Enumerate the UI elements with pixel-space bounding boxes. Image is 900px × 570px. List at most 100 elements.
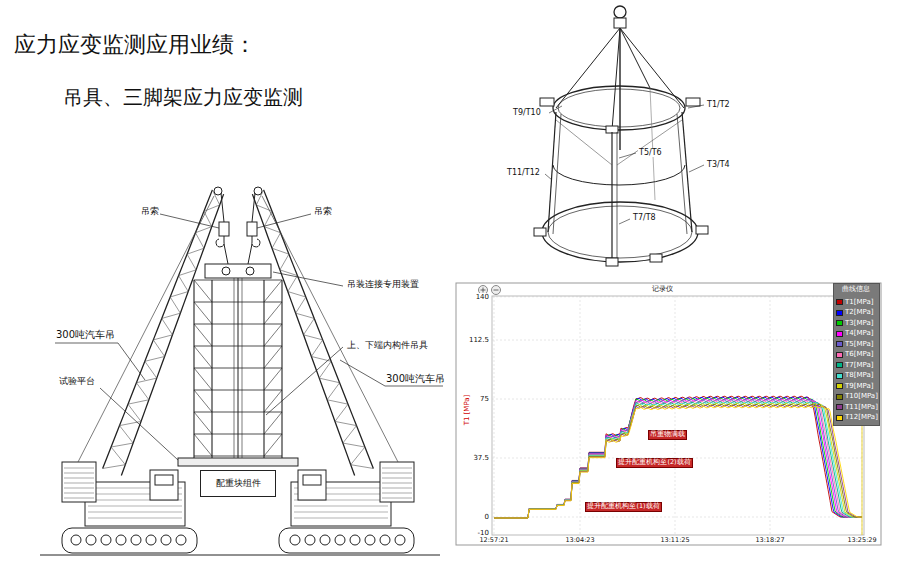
- leader-line: [688, 105, 704, 108]
- counterweight-hatch: [382, 478, 412, 479]
- legend-text: T9[MPa]: [845, 383, 873, 390]
- counterweight-hatch: [64, 483, 94, 484]
- frame-brace: [194, 390, 212, 412]
- gauge-label: T3/T4: [706, 160, 731, 169]
- legend-swatch: [836, 320, 843, 326]
- data-curve: [494, 404, 862, 518]
- house-detail: [88, 512, 182, 513]
- node-text: 吊重物满载: [650, 431, 685, 438]
- gauge-label: T11/T12: [506, 168, 541, 177]
- crane-cab: [150, 470, 178, 500]
- hook-block: [219, 222, 229, 236]
- event-tag: 吊重物满载: [648, 430, 687, 440]
- sling: [556, 28, 620, 108]
- legend-row: T8[MPa]: [836, 371, 873, 381]
- track-wheel: [146, 535, 156, 545]
- counterweight: [380, 462, 414, 502]
- brace: [556, 120, 612, 165]
- house-detail: [294, 518, 388, 519]
- post-back: [650, 88, 655, 200]
- ground-line: [40, 555, 440, 556]
- page-title: 应力应变监测应用业绩：: [14, 32, 256, 57]
- frame-brace: [194, 434, 212, 456]
- counterweight-hatch: [64, 498, 94, 499]
- track-wheel: [131, 535, 141, 545]
- gauge-label: T7/T8: [632, 213, 657, 222]
- grid-line: [492, 340, 864, 341]
- sling: [224, 244, 228, 264]
- lifting-frame: [178, 264, 298, 466]
- track-wheel: [350, 535, 360, 545]
- spreader-beam: [205, 264, 271, 278]
- legend-row: T12[MPa]: [836, 413, 878, 423]
- hoist-rope: [252, 193, 255, 222]
- frame-brace: [264, 346, 282, 368]
- frame-brace: [264, 324, 282, 346]
- hook-block: [247, 222, 257, 236]
- sling: [620, 28, 650, 88]
- part-label: 试验平台: [58, 376, 96, 386]
- cab-window: [303, 475, 321, 485]
- data-curve: [494, 397, 862, 518]
- part-label: 300吨汽车吊: [55, 329, 116, 341]
- tick-label: 13:11:25: [659, 537, 690, 544]
- data-curve: [494, 403, 862, 518]
- tick-label: -10: [477, 529, 490, 537]
- legend-row: T11[MPa]: [836, 402, 878, 412]
- legend-row: T5[MPa]: [836, 339, 873, 349]
- frame-brace: [264, 280, 282, 302]
- frame-brace: [194, 346, 212, 368]
- track-wheel: [71, 535, 81, 545]
- part-label: 吊索: [140, 206, 160, 216]
- tick-label: 13:18:27: [754, 537, 785, 544]
- crane-cab: [298, 470, 326, 500]
- track-wheel: [176, 535, 186, 545]
- tick-label: 0: [484, 513, 490, 521]
- tick-label: 140: [475, 293, 490, 301]
- luffing-cable: [262, 196, 398, 462]
- inner-hanger: [234, 278, 235, 458]
- frame-brace: [264, 412, 282, 434]
- top-ring: [558, 89, 680, 127]
- tick-label: 12:57:21: [478, 537, 509, 544]
- plot-area: [492, 296, 864, 535]
- frame-brace: [264, 368, 282, 390]
- tick-label: 75: [479, 395, 490, 403]
- sling: [612, 28, 620, 130]
- legend-text: T1[MPa]: [845, 299, 873, 306]
- legend-text: T6[MPa]: [845, 351, 873, 358]
- gauge-label: T9/T10: [512, 108, 542, 117]
- track-wheel: [305, 535, 315, 545]
- legend-row: T2[MPa]: [836, 308, 873, 318]
- leader-line: [619, 153, 636, 158]
- legend-swatch: [836, 331, 843, 337]
- leader-line: [266, 347, 343, 415]
- brace: [617, 120, 682, 165]
- curves: [494, 396, 862, 518]
- lug: [686, 98, 700, 106]
- frame-column: [211, 280, 212, 458]
- data-curve: [494, 400, 862, 518]
- legend-text: T11[MPa]: [845, 404, 878, 411]
- track-wheel: [335, 535, 345, 545]
- leader-line: [100, 388, 178, 460]
- frame-brace: [194, 324, 212, 346]
- data-curve: [494, 401, 862, 518]
- cab-window: [155, 475, 173, 485]
- track-wheel: [380, 535, 390, 545]
- grid-line: [492, 296, 864, 297]
- part-label: 300吨汽车吊: [385, 373, 446, 385]
- part-label: 上、下端内构件吊具: [346, 340, 429, 350]
- legend-text: T5[MPa]: [845, 341, 873, 348]
- leader-line: [160, 214, 219, 228]
- event-tag: 提升配重机构至(1)载荷: [585, 502, 662, 512]
- grid-line: [770, 296, 771, 535]
- grid-line: [494, 296, 495, 535]
- inner-hanger: [238, 278, 239, 458]
- track-wheel: [290, 535, 300, 545]
- inner-hanger: [242, 278, 243, 458]
- legend-row: T7[MPa]: [836, 360, 873, 370]
- house-detail: [88, 518, 182, 519]
- legend-swatch: [836, 415, 843, 421]
